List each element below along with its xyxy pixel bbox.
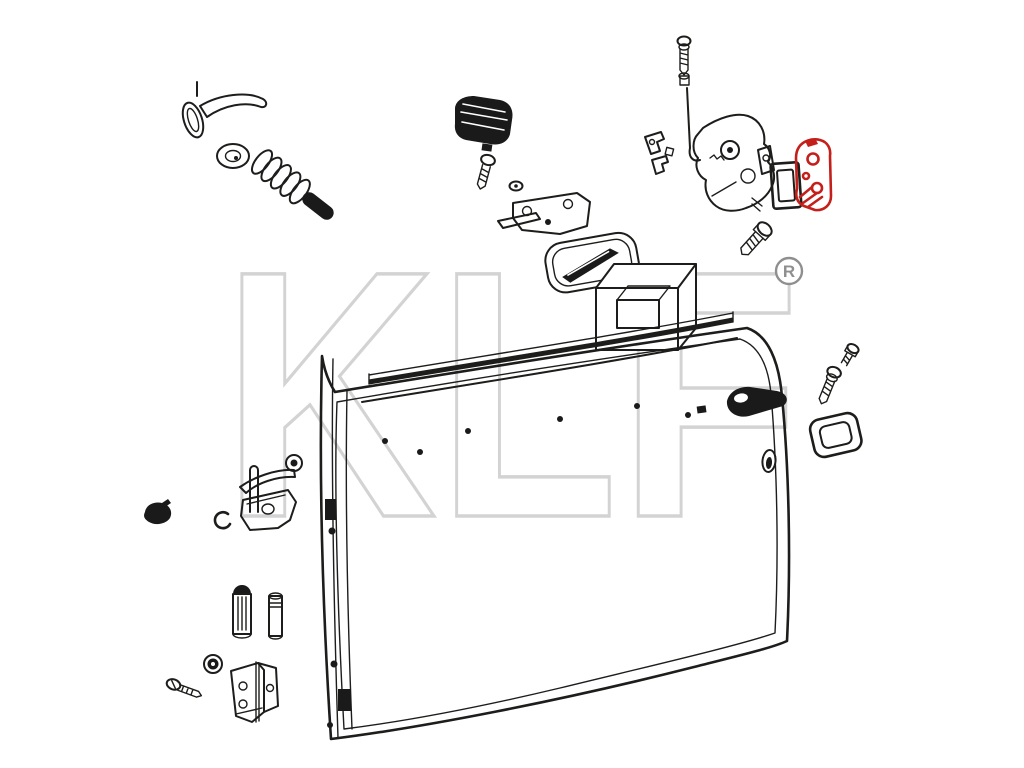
door-lock-cover-plate[interactable] — [794, 138, 833, 212]
door-lock-mechanism — [692, 113, 776, 212]
crank-escutcheon — [216, 143, 250, 169]
hinge-pin — [268, 592, 283, 640]
svg-text:R: R — [783, 262, 795, 281]
lock-screw — [676, 35, 692, 76]
registered-trademark-icon: R — [774, 256, 804, 286]
retaining-clip — [508, 180, 524, 192]
door-handle-recess — [726, 386, 787, 473]
check-strap-clip — [213, 510, 232, 530]
buffer-cap — [144, 499, 172, 525]
hinge-screw — [165, 678, 203, 698]
lock-gasket-frame — [769, 160, 803, 211]
small-bolt — [840, 342, 860, 367]
grommet — [203, 654, 223, 674]
door-seal-frame — [808, 411, 863, 459]
door-panel-fill — [320, 328, 790, 739]
door-panel — [319, 311, 791, 741]
lock-clips — [644, 131, 675, 175]
door-check-strap — [239, 454, 303, 531]
lock-bolt — [740, 221, 773, 256]
door-pull-grip — [454, 96, 513, 152]
watermark: KLF — [222, 197, 800, 591]
inner-door-handle-mechanism — [497, 192, 591, 235]
window-crank-handle — [181, 81, 268, 139]
stop-pin — [302, 192, 334, 220]
hinge-pin-capped — [232, 585, 252, 639]
panel-screw — [818, 365, 842, 405]
grip-screw — [476, 153, 496, 190]
door-hinge — [230, 661, 279, 723]
lock-rod — [678, 72, 701, 162]
